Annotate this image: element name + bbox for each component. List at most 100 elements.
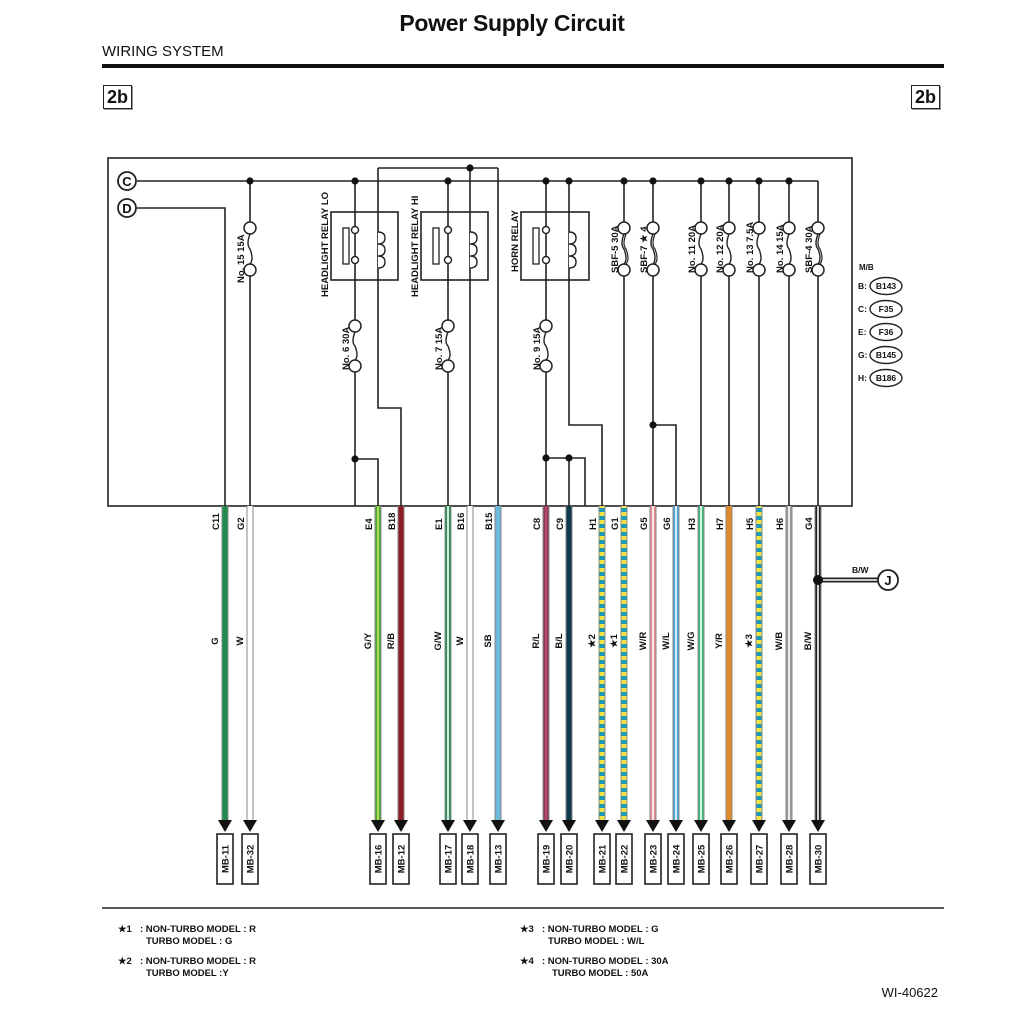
wire-mb-22[interactable]: G1★1MB-22 [609,506,633,885]
wire-tracer [447,506,449,820]
relay-label: HEADLIGHT RELAY HI [410,196,421,297]
relay-coils [377,231,577,269]
wire-color-label: Y/R [714,633,725,649]
destination-label: MB-18 [466,845,477,874]
destination-label: MB-25 [697,844,708,873]
arrow-down-icon [617,820,631,832]
wire-mb-24[interactable]: G6W/LMB-24 [661,506,685,885]
wire-color-label: R/B [386,633,397,650]
arrow-down-icon [669,820,683,832]
destination-box [615,833,633,885]
fuse-label-no14: No. 14 15A [775,224,786,273]
wire-mb-25[interactable]: H3W/GMB-25 [686,506,710,885]
wire-mb-21[interactable]: H1★2MB-21 [587,506,611,885]
destination-label: MB-22 [620,845,631,874]
fuse-no15 [243,221,257,277]
wire-color-label: SB [483,634,494,647]
legend-title: M/B [859,263,874,272]
page-ref-right[interactable]: 2b [911,85,941,109]
page-title: Power Supply Circuit [399,10,625,36]
wire-mb-27[interactable]: H5★3MB-27 [744,506,768,885]
legend-item: C:F35 [858,299,903,319]
destination-box [644,833,662,885]
wire-tracer [545,506,547,820]
fuse-label-no6: No. 6 30A [341,327,352,370]
fuse-sbf5 [617,221,631,277]
figure-id: WI-40622 [881,985,938,1000]
arrow-down-icon [562,820,576,832]
pin-label: G2 [236,517,247,530]
wire-color-label: G/Y [363,632,374,649]
wire-body [621,506,627,820]
pin-label: H5 [745,517,756,530]
arrow-down-icon [218,820,232,832]
pin-label: B18 [387,513,398,530]
pin-label: C8 [532,518,543,530]
arrow-down-icon [441,820,455,832]
legend-key: H: [858,373,867,383]
junction-dots [246,164,793,463]
pin-label: H1 [588,517,599,530]
note-mark: ★2 [118,956,132,967]
page-ref-left[interactable]: 2b [103,85,133,109]
fuse-label-no13: No. 13 7.5A [745,222,756,273]
wire-color-label: G [210,637,221,644]
pin-label: H6 [775,518,786,530]
destination-box [369,833,387,885]
wire-mb-17[interactable]: E1G/WMB-17 [433,506,457,885]
destination-label: MB-23 [649,845,660,874]
destination-label: MB-21 [598,844,609,873]
wire-mb-16[interactable]: E4G/YMB-16 [363,506,387,885]
destination-box [537,833,555,885]
wire-color-label: B/L [554,633,565,649]
destination-box [667,833,685,885]
destination-box [392,833,410,885]
wire-tracer [817,506,819,820]
terminal-d[interactable]: D [117,198,137,218]
wire-color-label: G/W [433,631,444,650]
note-2: ★2: NON-TURBO MODEL : R TURBO MODEL :Y [118,956,256,979]
destination-label: MB-16 [374,845,385,874]
terminal-j[interactable]: J [877,569,899,591]
fuse-labels: No. 15 15A No. 6 30A No. 7 15A No. 9 15A… [236,222,815,370]
wire-color-label: R/L [531,633,542,649]
wire-color-label: ★1 [609,633,620,648]
destination-label: MB-19 [542,845,553,874]
wire-mb-28[interactable]: H6W/BMB-28 [774,506,798,885]
fuse-label-sbf5: SBF-5 30A [610,225,621,273]
wire-body [247,506,253,820]
arrow-down-icon [694,820,708,832]
destination-box [216,833,234,885]
legend-key: E: [858,327,867,337]
wire-mb-20[interactable]: C9B/LMB-20 [554,506,578,885]
wire-mb-30[interactable]: G4B/WMB-30 [803,506,827,885]
wire-color-label: W/G [686,632,697,651]
wire-color-label: ★3 [744,634,755,648]
pin-label: G6 [662,517,673,530]
note-4: ★4: NON-TURBO MODEL : 30A TURBO MODEL : … [520,956,669,979]
wire-body [222,506,228,820]
arrow-down-icon [782,820,796,832]
legend-key: G: [858,350,868,360]
header-rule [102,64,944,68]
legend-connector: B186 [876,373,897,383]
bus-d [137,207,226,506]
destination-box [593,833,611,885]
arrow-down-icon [243,820,257,832]
destination-label: MB-11 [221,844,232,873]
terminal-c[interactable]: C [117,171,137,191]
fuse-label-no7: No. 7 15A [434,327,445,370]
wire-mb-23[interactable]: G5W/RMB-23 [638,506,662,885]
wire-mb-26[interactable]: H7Y/RMB-26 [714,506,738,885]
destination-box [750,833,768,885]
wire-color-label: B/W [803,632,814,651]
wire-mb-19[interactable]: C8R/L MB-19 [531,506,555,885]
legend-connector: B143 [876,281,897,291]
arrow-down-icon [595,820,609,832]
